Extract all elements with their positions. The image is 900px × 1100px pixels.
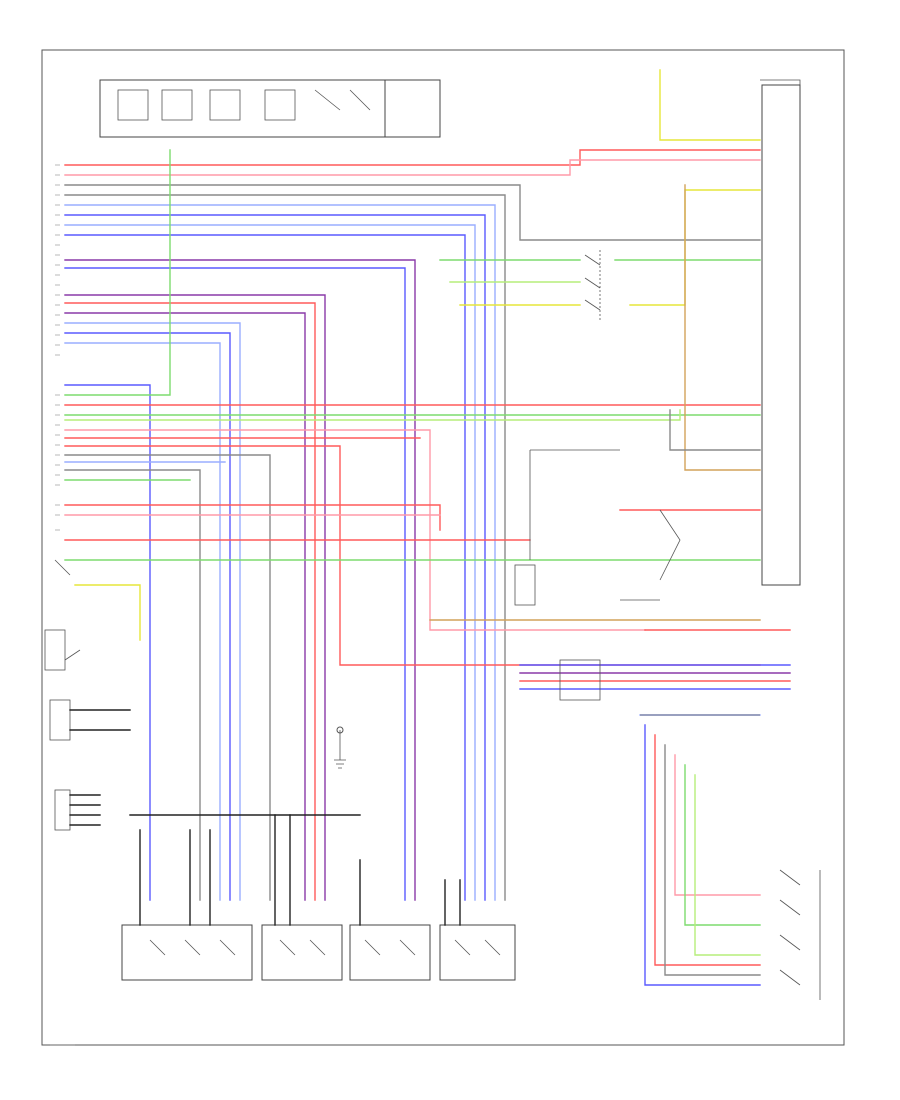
ground-g1 [334,726,346,769]
motor-box-3 [349,924,431,981]
left-switch-b [44,629,81,671]
bottom-box-wires [129,814,461,926]
left-switch-a [54,559,141,641]
middle-switch [584,250,601,320]
diagram-frame [41,49,845,1046]
bottom-right-switch-wires [639,714,761,986]
left-relay [49,699,131,741]
right-lower-connector [519,629,791,701]
top-right-module [760,79,801,586]
right-vertical-bus [429,69,761,621]
relay-box [384,79,441,138]
fuse-box [99,79,386,138]
left-connector-block [54,789,101,831]
motor-box-2 [261,924,343,981]
position-sensor [514,449,681,606]
lower-wire-bus [64,149,761,901]
motor-box-4 [439,924,516,981]
memory-switch [779,869,821,1000]
left-connector-pins [55,164,60,531]
upper-wire-bus [64,149,761,901]
motor-box-1 [121,924,253,981]
